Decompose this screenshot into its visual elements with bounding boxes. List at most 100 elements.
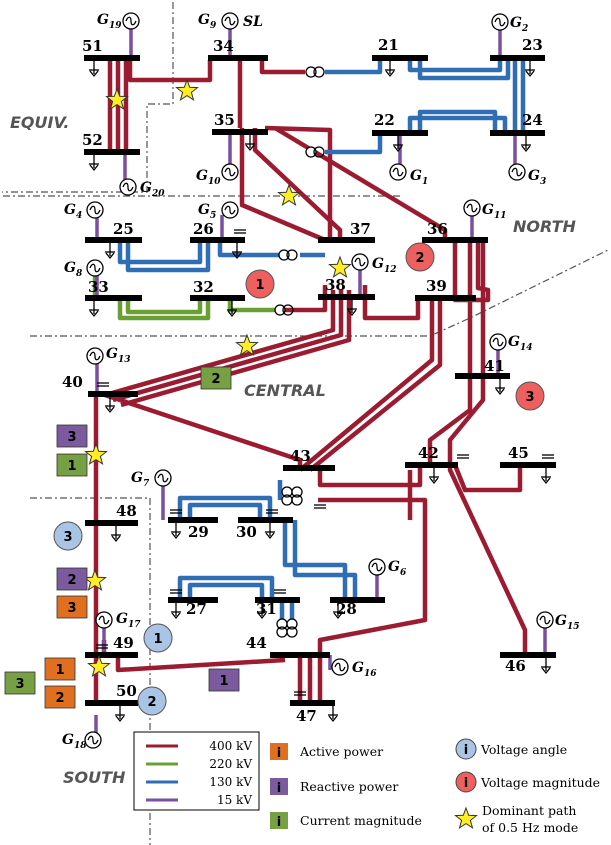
key-active-power-label: Active power bbox=[299, 744, 383, 759]
transformer-44-31b bbox=[286, 618, 298, 638]
key-current-magnitude-marker: i bbox=[277, 815, 281, 830]
generator-icon bbox=[368, 558, 386, 576]
bus-label: 36 bbox=[427, 220, 448, 238]
transformer-34-21 bbox=[305, 66, 325, 78]
bus-label: 31 bbox=[256, 600, 277, 618]
active-power-marker bbox=[44, 657, 76, 681]
star-icon bbox=[328, 255, 352, 279]
generator-label: G11 bbox=[482, 202, 507, 221]
generator-icon bbox=[389, 163, 407, 181]
generator-label: G5 bbox=[198, 202, 216, 221]
key-reactive-power-label: Reactive power bbox=[300, 779, 398, 794]
key-current-magnitude-box bbox=[270, 812, 288, 829]
generator-icon bbox=[536, 611, 554, 629]
marker-value: 3 bbox=[15, 677, 24, 692]
bus-label: 25 bbox=[113, 220, 134, 238]
generator-icon bbox=[84, 731, 102, 749]
star-icon bbox=[87, 654, 111, 678]
active-power-marker bbox=[44, 685, 76, 709]
key-voltage-angle-circle bbox=[455, 738, 477, 760]
generator-label: G19 bbox=[97, 12, 122, 31]
bus-label: 29 bbox=[188, 523, 209, 541]
key-dominant-path-label-1: Dominant path bbox=[482, 803, 576, 818]
active-power-marker bbox=[56, 595, 88, 619]
area-label-south: SOUTH bbox=[63, 768, 126, 787]
generator-icon bbox=[508, 163, 526, 181]
bus-label: 30 bbox=[236, 523, 257, 541]
reactive-power-marker bbox=[208, 668, 240, 692]
transformer-43-30b bbox=[291, 486, 303, 506]
key-voltage-angle-label: Voltage angle bbox=[480, 742, 567, 757]
marker-value: 1 bbox=[153, 632, 162, 647]
voltage-magnitude-marker bbox=[245, 269, 275, 299]
voltage-magnitude-marker bbox=[515, 381, 545, 411]
bus-label: 21 bbox=[378, 36, 399, 54]
marker-value: 1 bbox=[67, 459, 76, 474]
transformer-44-31 bbox=[276, 618, 288, 638]
generator-label: G16 bbox=[352, 660, 377, 679]
generator-label: G8 bbox=[64, 260, 83, 279]
generator-icon bbox=[331, 658, 349, 676]
marker-value: 3 bbox=[63, 530, 72, 545]
marker-value: 2 bbox=[55, 691, 64, 706]
reactive-power-marker bbox=[56, 424, 88, 448]
marker-value: 2 bbox=[415, 251, 424, 266]
area-label-north: NORTH bbox=[513, 217, 577, 236]
star-icon bbox=[105, 87, 129, 111]
bus-label: 43 bbox=[290, 447, 311, 465]
generator-icon bbox=[351, 253, 369, 271]
generator-label: G3 bbox=[528, 168, 546, 187]
key-reactive-power-marker: i bbox=[277, 781, 281, 796]
star-icon bbox=[235, 333, 259, 357]
bus-label: 26 bbox=[193, 220, 214, 238]
bus-label: 37 bbox=[350, 220, 371, 238]
legend-label: 130 kV bbox=[209, 775, 252, 789]
generator-icon bbox=[221, 12, 239, 30]
key-active-power-marker: i bbox=[277, 746, 281, 761]
buses bbox=[84, 55, 556, 706]
generator-label: G14 bbox=[508, 334, 533, 353]
generator-icon bbox=[86, 259, 104, 277]
marker-value: 2 bbox=[147, 695, 156, 710]
generator-label: G1 bbox=[410, 168, 428, 187]
marker-value: 2 bbox=[67, 573, 76, 588]
key-current-magnitude-label: Current magnitude bbox=[300, 813, 422, 828]
key-voltage-magnitude-marker: i bbox=[464, 776, 468, 791]
legend-label: 220 kV bbox=[209, 757, 252, 771]
generator-icon bbox=[86, 201, 104, 219]
area-label-equiv: EQUIV. bbox=[10, 113, 69, 132]
bus-label: 48 bbox=[116, 502, 137, 520]
bus-label: 52 bbox=[82, 131, 103, 149]
generator-label: G7 bbox=[131, 470, 150, 489]
current-magnitude-marker bbox=[56, 453, 88, 477]
bus-label: 24 bbox=[522, 111, 543, 129]
generator-icon bbox=[122, 12, 140, 30]
area-label-central: CENTRAL bbox=[244, 381, 326, 400]
generator-label: G6 bbox=[388, 559, 407, 578]
marker-value: 1 bbox=[219, 674, 228, 689]
dominant-path-stars bbox=[83, 78, 352, 678]
bus-label: 40 bbox=[62, 373, 83, 391]
star-icon bbox=[277, 183, 301, 207]
generator-label: G18 bbox=[62, 732, 87, 751]
generator-icon bbox=[95, 611, 113, 629]
key-dominant-path-label-2: of 0.5 Hz mode bbox=[482, 820, 578, 835]
bus-label: 23 bbox=[522, 36, 543, 54]
lines-400kv bbox=[93, 60, 528, 705]
voltage-magnitude-marker bbox=[405, 242, 435, 272]
generator-icon bbox=[463, 199, 481, 217]
bus-label: 41 bbox=[484, 357, 505, 375]
bus-label: 39 bbox=[426, 277, 447, 295]
bus-label: 51 bbox=[82, 37, 103, 55]
voltage-angle-marker bbox=[143, 623, 173, 653]
generator-icon bbox=[489, 333, 507, 351]
bus-label: 32 bbox=[193, 278, 214, 296]
generator-label: G12 bbox=[372, 256, 397, 275]
generator-icon bbox=[119, 178, 137, 196]
bus-label: 49 bbox=[113, 634, 134, 652]
generator-label: G13 bbox=[106, 346, 131, 365]
